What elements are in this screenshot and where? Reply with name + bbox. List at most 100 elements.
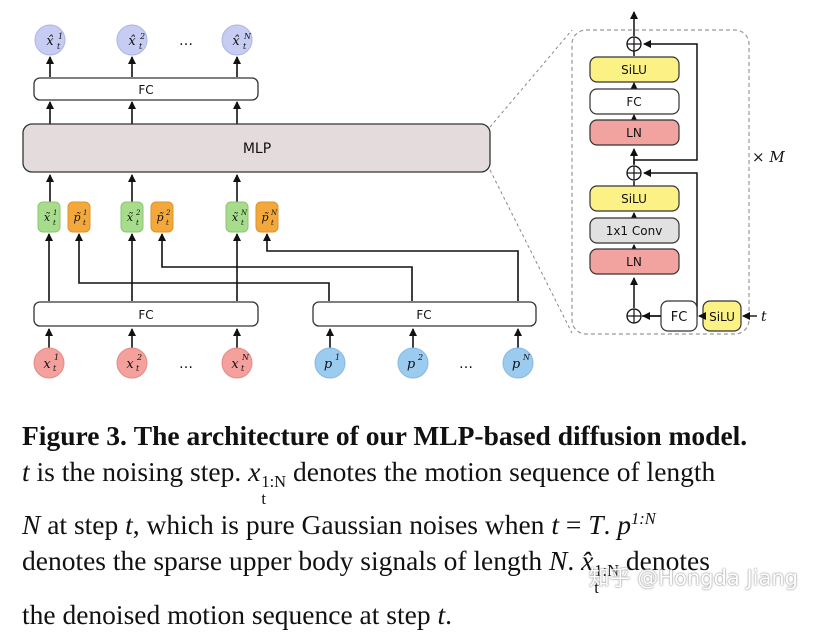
math-t: t [551, 509, 559, 541]
block-detail: SiLU FC LN SiLU 1x1 Conv LN FC [571, 11, 785, 335]
svg-text:N: N [241, 353, 250, 362]
bottom-left-fc-label: FC [138, 308, 153, 322]
block-conv-label: 1x1 Conv [606, 224, 663, 238]
caption-text: , which is pure Gaussian noises when [132, 509, 552, 541]
svg-text:t: t [241, 219, 244, 227]
svg-text:t: t [166, 219, 169, 227]
caption-text: . [603, 509, 618, 541]
caption-line-4: the denoised motion sequence at step t. [22, 597, 812, 633]
svg-text:2: 2 [417, 353, 423, 362]
caption-line-2: N at step t, which is pure Gaussian nois… [22, 507, 812, 543]
svg-text:x̃: x̃ [44, 211, 51, 224]
input-to-fc-arrows [45, 328, 522, 348]
svg-text:x̂: x̂ [46, 34, 54, 49]
watermark: 知乎 @Hongda Jiang [588, 566, 798, 590]
svg-text:t: t [271, 219, 274, 227]
output-node-1: x̂ 1 t [34, 24, 66, 56]
svg-text:p̃: p̃ [261, 211, 268, 224]
token-to-mlp-arrows [46, 174, 241, 202]
time-fc-block: FC [660, 300, 698, 332]
top-fc-block: FC [33, 77, 259, 101]
svg-text:2: 2 [136, 353, 142, 362]
math-superscript: 1:N [261, 471, 287, 491]
plus-node-bottom [626, 308, 642, 324]
caption-text: the denoised motion sequence at step [22, 598, 438, 630]
block-silu-bottom-label: SiLU [621, 192, 647, 206]
math-t: t [437, 598, 446, 630]
block-silu-bottom: SiLU [589, 185, 680, 212]
figure-title: The architecture of our MLP-based diffus… [133, 420, 748, 451]
svg-text:1: 1 [335, 353, 340, 362]
math-p: p [617, 509, 632, 541]
caption-title-line: Figure 3. The architecture of our MLP-ba… [22, 418, 812, 454]
svg-text:x: x [126, 357, 134, 372]
caption-text: is the noising step. [29, 456, 249, 487]
caption-line-3: denotes the sparse upper body signals of… [22, 543, 812, 596]
block-outline [571, 29, 750, 335]
block-silu-top-label: SiLU [621, 63, 647, 77]
caption-text: denotes the sparse upper body signals of… [22, 545, 549, 577]
math-superscript: 1:N [631, 509, 656, 529]
mlp-block: MLP [22, 123, 491, 173]
caption-text: . [445, 598, 452, 630]
math-x-hat: x̂ [581, 545, 594, 577]
caption-text: denotes the motion sequence of length [286, 456, 716, 487]
input-p-2: p 2 [397, 347, 429, 379]
token-p-2: p̃ 2 t [150, 201, 174, 233]
svg-text:p: p [512, 357, 521, 372]
repeat-label: × M [752, 148, 785, 166]
svg-text:1: 1 [83, 209, 87, 217]
block-silu-top: SiLU [589, 56, 680, 83]
token-x-2: x̃ 2 t [120, 201, 144, 233]
svg-text:t: t [53, 219, 56, 227]
block-ln-bottom: LN [589, 248, 680, 275]
mlp-label: MLP [243, 141, 271, 157]
output-ellipsis: … [179, 33, 193, 49]
block-ln-bottom-label: LN [626, 255, 642, 269]
token-row: x̃ 1 t p̃ 1 t x̃ 2 t p̃ 2 t x̃ N t [37, 201, 279, 233]
math-t: t [22, 456, 30, 487]
output-nodes: x̂ 1 t x̂ 2 t … x̂ N t [34, 24, 253, 56]
time-silu-block: SiLU [702, 300, 742, 332]
math-superscript: 1:N [594, 561, 620, 581]
plus-node-top [626, 36, 642, 52]
block-ln-top: LN [589, 119, 680, 146]
input-p-1: p 1 [314, 347, 346, 379]
output-node-n: x̂ N t [221, 24, 253, 56]
svg-text:N: N [240, 209, 248, 217]
svg-text:t: t [83, 219, 86, 227]
time-fc-label: FC [671, 310, 688, 325]
output-node-2: x̂ 2 t [116, 24, 148, 56]
input-nodes-x: x 1 t x 2 t … x N t [33, 347, 253, 379]
svg-text:p̃: p̃ [156, 211, 163, 224]
svg-text:x: x [231, 357, 239, 372]
input-x-n: x N t [221, 347, 253, 379]
token-p-n: p̃ N t [255, 201, 279, 233]
svg-text:p̃: p̃ [73, 211, 80, 224]
input-x-1: x 1 t [33, 347, 65, 379]
svg-text:N: N [243, 32, 252, 41]
svg-text:N: N [270, 209, 278, 217]
token-x-1: x̃ 1 t [37, 201, 61, 233]
svg-text:x̂: x̂ [232, 34, 240, 49]
fc-to-output-arrows [46, 56, 241, 77]
input-x-2: x 2 t [116, 347, 148, 379]
svg-text:x̃: x̃ [127, 211, 134, 224]
svg-text:t: t [243, 42, 247, 51]
svg-text:x̃: x̃ [232, 211, 239, 224]
top-fc-label: FC [138, 83, 153, 97]
svg-text:t: t [241, 364, 245, 373]
caption-text: = [558, 509, 589, 541]
math-capital-t: T [588, 509, 604, 541]
block-fc-label: FC [626, 95, 641, 109]
architecture-diagram: x̂ 1 t x̂ 2 t … x̂ N t FC [22, 11, 785, 379]
bottom-right-fc-label: FC [416, 308, 431, 322]
svg-text:1: 1 [54, 353, 59, 362]
time-silu-label: SiLU [709, 310, 735, 324]
svg-text:t: t [57, 42, 61, 51]
svg-text:2: 2 [135, 209, 141, 217]
svg-text:t: t [136, 219, 139, 227]
